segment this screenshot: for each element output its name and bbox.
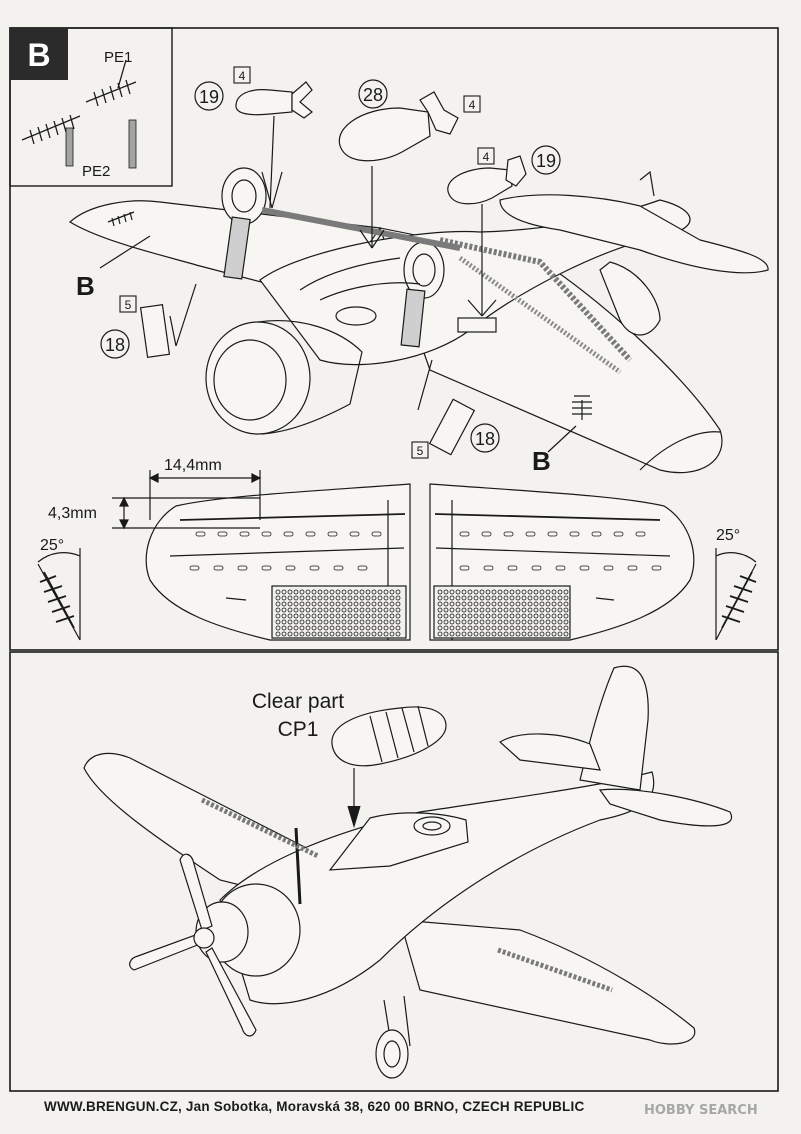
svg-text:18: 18 [105, 335, 125, 355]
dimension-angle-left: 25° [40, 537, 64, 554]
svg-text:5: 5 [417, 444, 424, 458]
pe2-label: PE2 [82, 163, 110, 180]
callout-rack-left: 5 18 [100, 295, 137, 359]
bomb-center [338, 91, 459, 162]
canopy-label-line2: CP1 [278, 718, 319, 741]
callout-bomb-center: 28 4 [358, 79, 481, 113]
pe2-part [65, 127, 74, 167]
dimension-height: 4,3mm [48, 505, 97, 522]
rack-right-part [428, 398, 476, 456]
bomb-crutch-part [457, 317, 497, 333]
canopy-step-panel-frame [9, 651, 779, 1092]
step-b-inset: B PE1 PE2 [9, 27, 173, 187]
callout-rack-right: 5 18 [411, 423, 500, 459]
canopy-label-line1: Clear part [252, 690, 344, 713]
aircraft-underside-drawing [68, 167, 769, 474]
step-badge [10, 28, 68, 80]
callout-bomb-right: 4 19 [477, 145, 561, 175]
antenna-angle-left [39, 571, 75, 629]
wing-panel-dots [189, 531, 662, 637]
footer-address: WWW.BRENGUN.CZ, Jan Sobotka, Moravská 38… [44, 1099, 585, 1114]
svg-text:4: 4 [469, 98, 476, 112]
canopy-part-cp1 [331, 705, 447, 767]
pe1-label: PE1 [104, 49, 132, 66]
dimension-length: 14,4mm [164, 457, 222, 474]
svg-text:4: 4 [483, 150, 490, 164]
watermark: HOBBY SEARCH [644, 1103, 758, 1118]
pe1-part [128, 119, 137, 169]
svg-text:19: 19 [536, 151, 556, 171]
svg-text:19: 19 [199, 87, 219, 107]
aircraft-top-drawing [83, 665, 733, 1079]
svg-text:28: 28 [363, 85, 383, 105]
wing-plan-view [145, 483, 695, 641]
bomb-right [447, 155, 527, 205]
antenna-angle-right [721, 571, 757, 629]
dive-brakes-top [200, 797, 613, 993]
step-b-panel-frame [9, 27, 779, 651]
antenna-callout-right: B [532, 446, 551, 476]
step-badge-letter: B [27, 37, 50, 73]
rack-left-part [139, 304, 171, 358]
pe1-antenna [85, 59, 137, 107]
pe2-antenna [21, 114, 81, 145]
callout-bomb-left: 4 19 [194, 66, 251, 111]
assembly-guides [99, 115, 577, 453]
svg-text:5: 5 [125, 298, 132, 312]
svg-text:18: 18 [475, 429, 495, 449]
dimension-angle-right: 25° [716, 527, 740, 544]
bomb-left [235, 81, 313, 119]
svg-text:4: 4 [239, 69, 246, 83]
canopy-arrow [347, 768, 361, 829]
antenna-callout-left: B [76, 271, 95, 301]
